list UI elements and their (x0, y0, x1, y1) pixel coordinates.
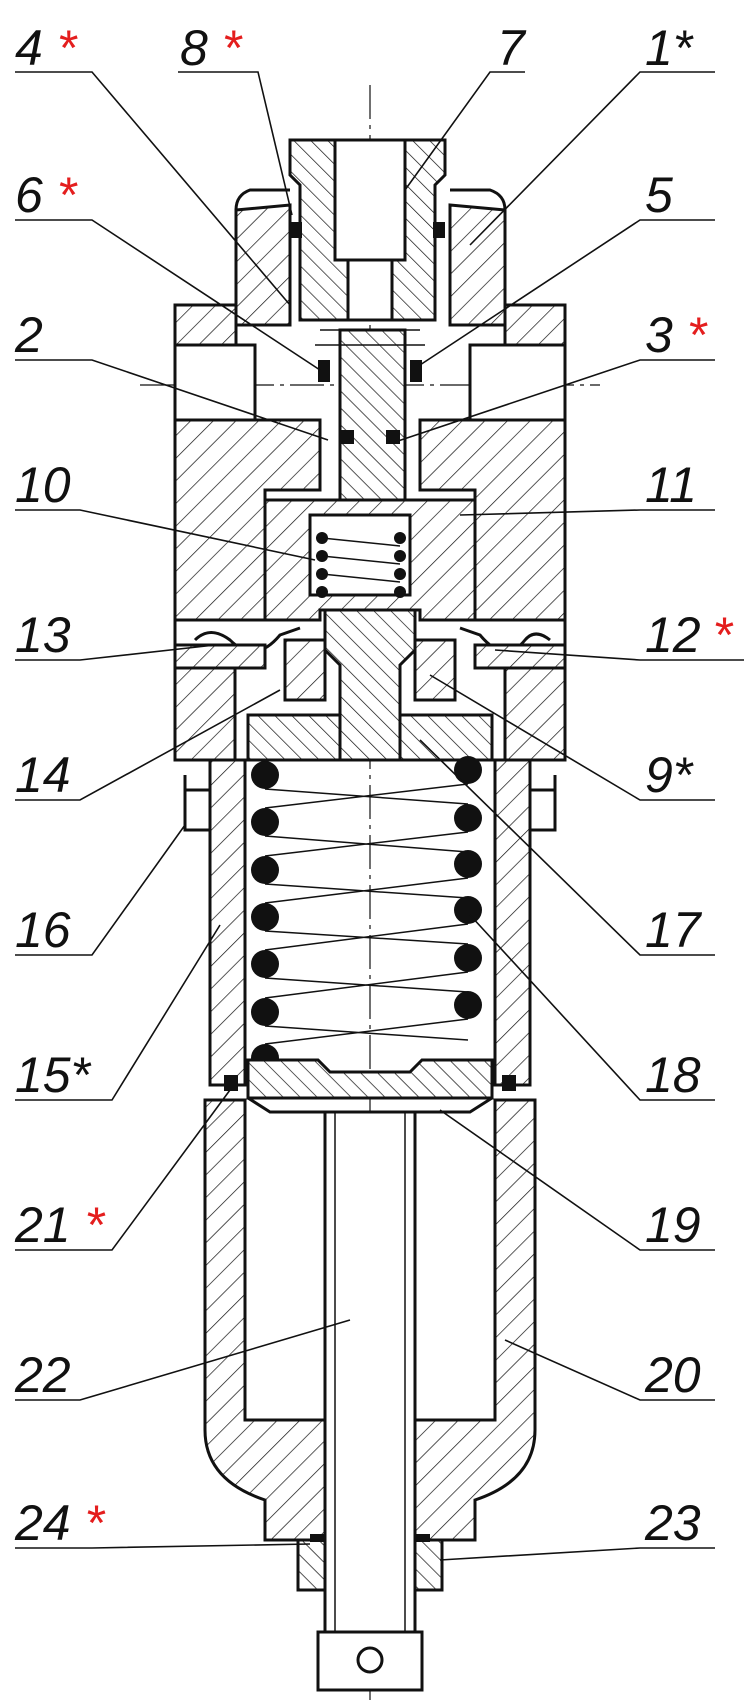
callout-17: 17 (645, 902, 703, 958)
callout-22: 22 (14, 1347, 71, 1403)
callout-13: 13 (15, 607, 71, 663)
callout-7: 7 (497, 20, 527, 76)
callout-23: 23 (644, 1495, 701, 1551)
callout-2: 2 (14, 307, 43, 363)
inner-piston (263, 498, 477, 622)
callout-15: 15* (15, 1047, 92, 1103)
diaphragm (173, 626, 567, 670)
central-spindle (283, 608, 457, 762)
bottom-nut (296, 1534, 444, 1592)
small-spring (316, 532, 406, 598)
callout-16: 16 (15, 902, 71, 958)
callout-20: 20 (644, 1347, 701, 1403)
callout-6: 6* (15, 167, 78, 223)
callout-19: 19 (645, 1197, 701, 1253)
callout-1: 1* (645, 20, 694, 76)
lower-body (203, 1098, 537, 1542)
callout-9: 9* (645, 747, 694, 803)
main-spring (251, 756, 482, 1092)
push-rod (316, 1110, 424, 1692)
valve-stem (315, 328, 425, 522)
left-port (173, 343, 257, 422)
callout-4: 4* (15, 20, 78, 76)
callout-10: 10 (15, 457, 71, 513)
upper-body (173, 188, 567, 762)
callout-11: 11 (645, 457, 697, 513)
callout-12: 12* (645, 607, 734, 663)
callout-5: 5 (645, 167, 673, 223)
upper-spring-seat (246, 713, 494, 762)
callout-3: 3* (645, 307, 708, 363)
callout-18: 18 (645, 1047, 701, 1103)
spring-housing (183, 758, 557, 1091)
leader-lines (15, 71, 744, 1561)
callout-8: 8* (180, 20, 243, 76)
callout-14: 14 (15, 747, 71, 803)
callout-24: 24* (14, 1495, 106, 1551)
callout-labels: 4* 8* 7 1* 6* 5 2 3* 10 11 13 12* 14 9* … (14, 20, 734, 1551)
right-port (468, 343, 567, 422)
top-plug (288, 138, 447, 322)
callout-21: 21* (14, 1197, 106, 1253)
